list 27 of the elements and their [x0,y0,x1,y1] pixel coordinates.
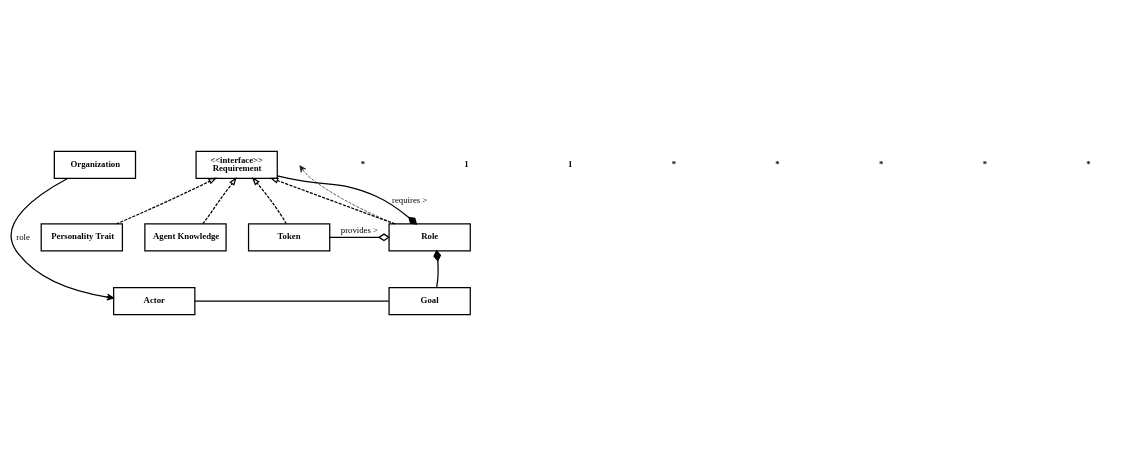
label: * [775,158,780,169]
edge-label: role [16,231,30,242]
arrow [115,177,218,225]
arrow [10,177,115,300]
connector [433,249,442,288]
node-box: Organization [53,150,137,179]
node-box: Role [388,222,471,251]
node-box: <<interface>> Requirement [195,150,278,179]
node-box: Actor [113,286,196,315]
connector [194,299,390,302]
connector [276,174,418,225]
label: * [879,158,884,169]
node-box: Token [247,222,331,251]
edge-label: requires > [392,194,428,205]
label: * [360,158,366,169]
node-box: Agent Knowledge [144,222,227,251]
edge-label: provides > [340,224,379,235]
node-box: Personality Trait [40,222,124,251]
arrow [202,176,237,224]
label: * [671,158,677,169]
label: 1 [568,158,573,169]
connector [329,232,390,241]
label: * [1086,158,1091,169]
arrow [251,176,287,224]
node-box: Goal [388,286,471,315]
label: * [982,158,988,169]
label: 1 [464,158,469,169]
